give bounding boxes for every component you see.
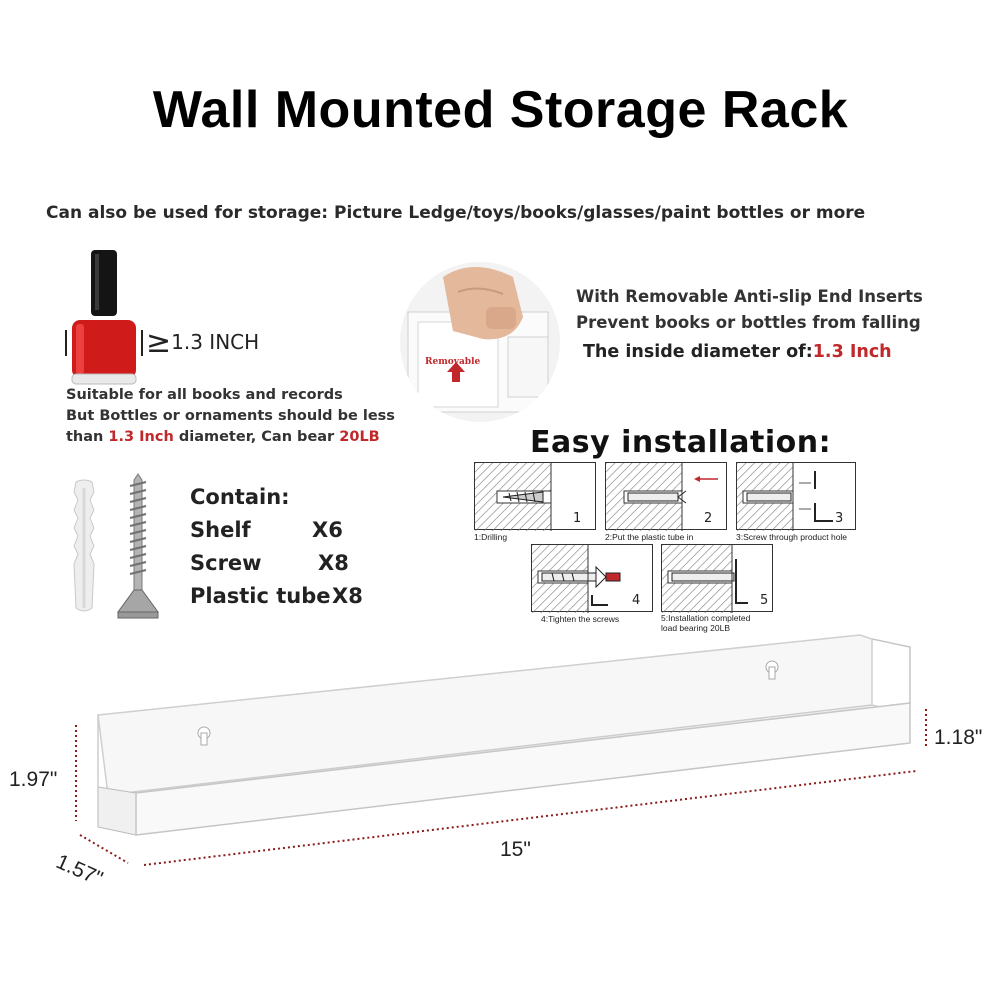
height-dimension: 1.97" xyxy=(9,768,58,791)
size-text: 1.3 INCH xyxy=(171,330,260,354)
suitable-line-3: than 1.3 Inch diameter, Can bear 20LB xyxy=(66,429,380,445)
length-dimension: 15" xyxy=(500,838,531,861)
screw-icon xyxy=(541,572,599,582)
drill-icon xyxy=(502,491,544,503)
step-4-caption: 4:Tighten the screws xyxy=(541,614,620,624)
size-highlight: 1.3 Inch xyxy=(108,429,174,445)
wall-anchor-icon xyxy=(627,490,687,504)
load-highlight: 20LB xyxy=(339,429,380,445)
step-3-number: 3 xyxy=(835,511,844,526)
suitable-line-2: But Bottles or ornaments should be less xyxy=(66,408,395,424)
acrylic-shelf-illustration xyxy=(75,634,927,866)
anti-slip-line-1: With Removable Anti-slip End Inserts xyxy=(576,287,923,306)
suitable-line-1: Suitable for all books and records xyxy=(66,387,343,403)
install-step-5: 5 xyxy=(661,544,773,613)
installation-heading: Easy installation: xyxy=(530,425,832,460)
install-step-2: 2 xyxy=(605,462,727,531)
install-step-3: 3 xyxy=(736,462,856,531)
inside-diameter: The inside diameter of:1.3 Inch xyxy=(583,342,892,362)
step-5-caption-2: load bearing 20LB xyxy=(661,623,731,633)
install-step-4: 4 xyxy=(531,544,653,613)
step-2-number: 2 xyxy=(704,511,713,526)
install-step-1: 1 xyxy=(474,462,596,531)
size-symbol: ≥ xyxy=(146,325,172,360)
wall-anchor-icon xyxy=(73,479,95,612)
step-3-caption: 3:Screw through product hole xyxy=(736,532,848,542)
removable-insert-photo xyxy=(400,262,560,422)
size-note: ≥1.3 INCH xyxy=(146,325,259,360)
page-title: Wall Mounted Storage Rack xyxy=(152,81,849,139)
step-5-caption: 5:Installation completed xyxy=(661,613,751,623)
lip-dimension: 1.18" xyxy=(934,726,983,749)
screw-icon xyxy=(117,473,159,619)
nail-polish-icon xyxy=(65,250,143,385)
step-1-number: 1 xyxy=(573,511,582,526)
inside-diameter-value: 1.3 Inch xyxy=(812,342,892,362)
step-1-caption: 1:Drilling xyxy=(474,532,508,542)
step-5-number: 5 xyxy=(760,593,769,608)
step-2-caption: 2:Put the plastic tube in xyxy=(605,532,694,542)
anti-slip-line-2: Prevent books or bottles from falling xyxy=(576,313,921,332)
subtitle: Can also be used for storage: Picture Le… xyxy=(46,203,866,223)
step-4-number: 4 xyxy=(632,593,641,608)
removable-label: Removable xyxy=(425,357,481,367)
contents-heading: Contain: xyxy=(190,485,290,509)
